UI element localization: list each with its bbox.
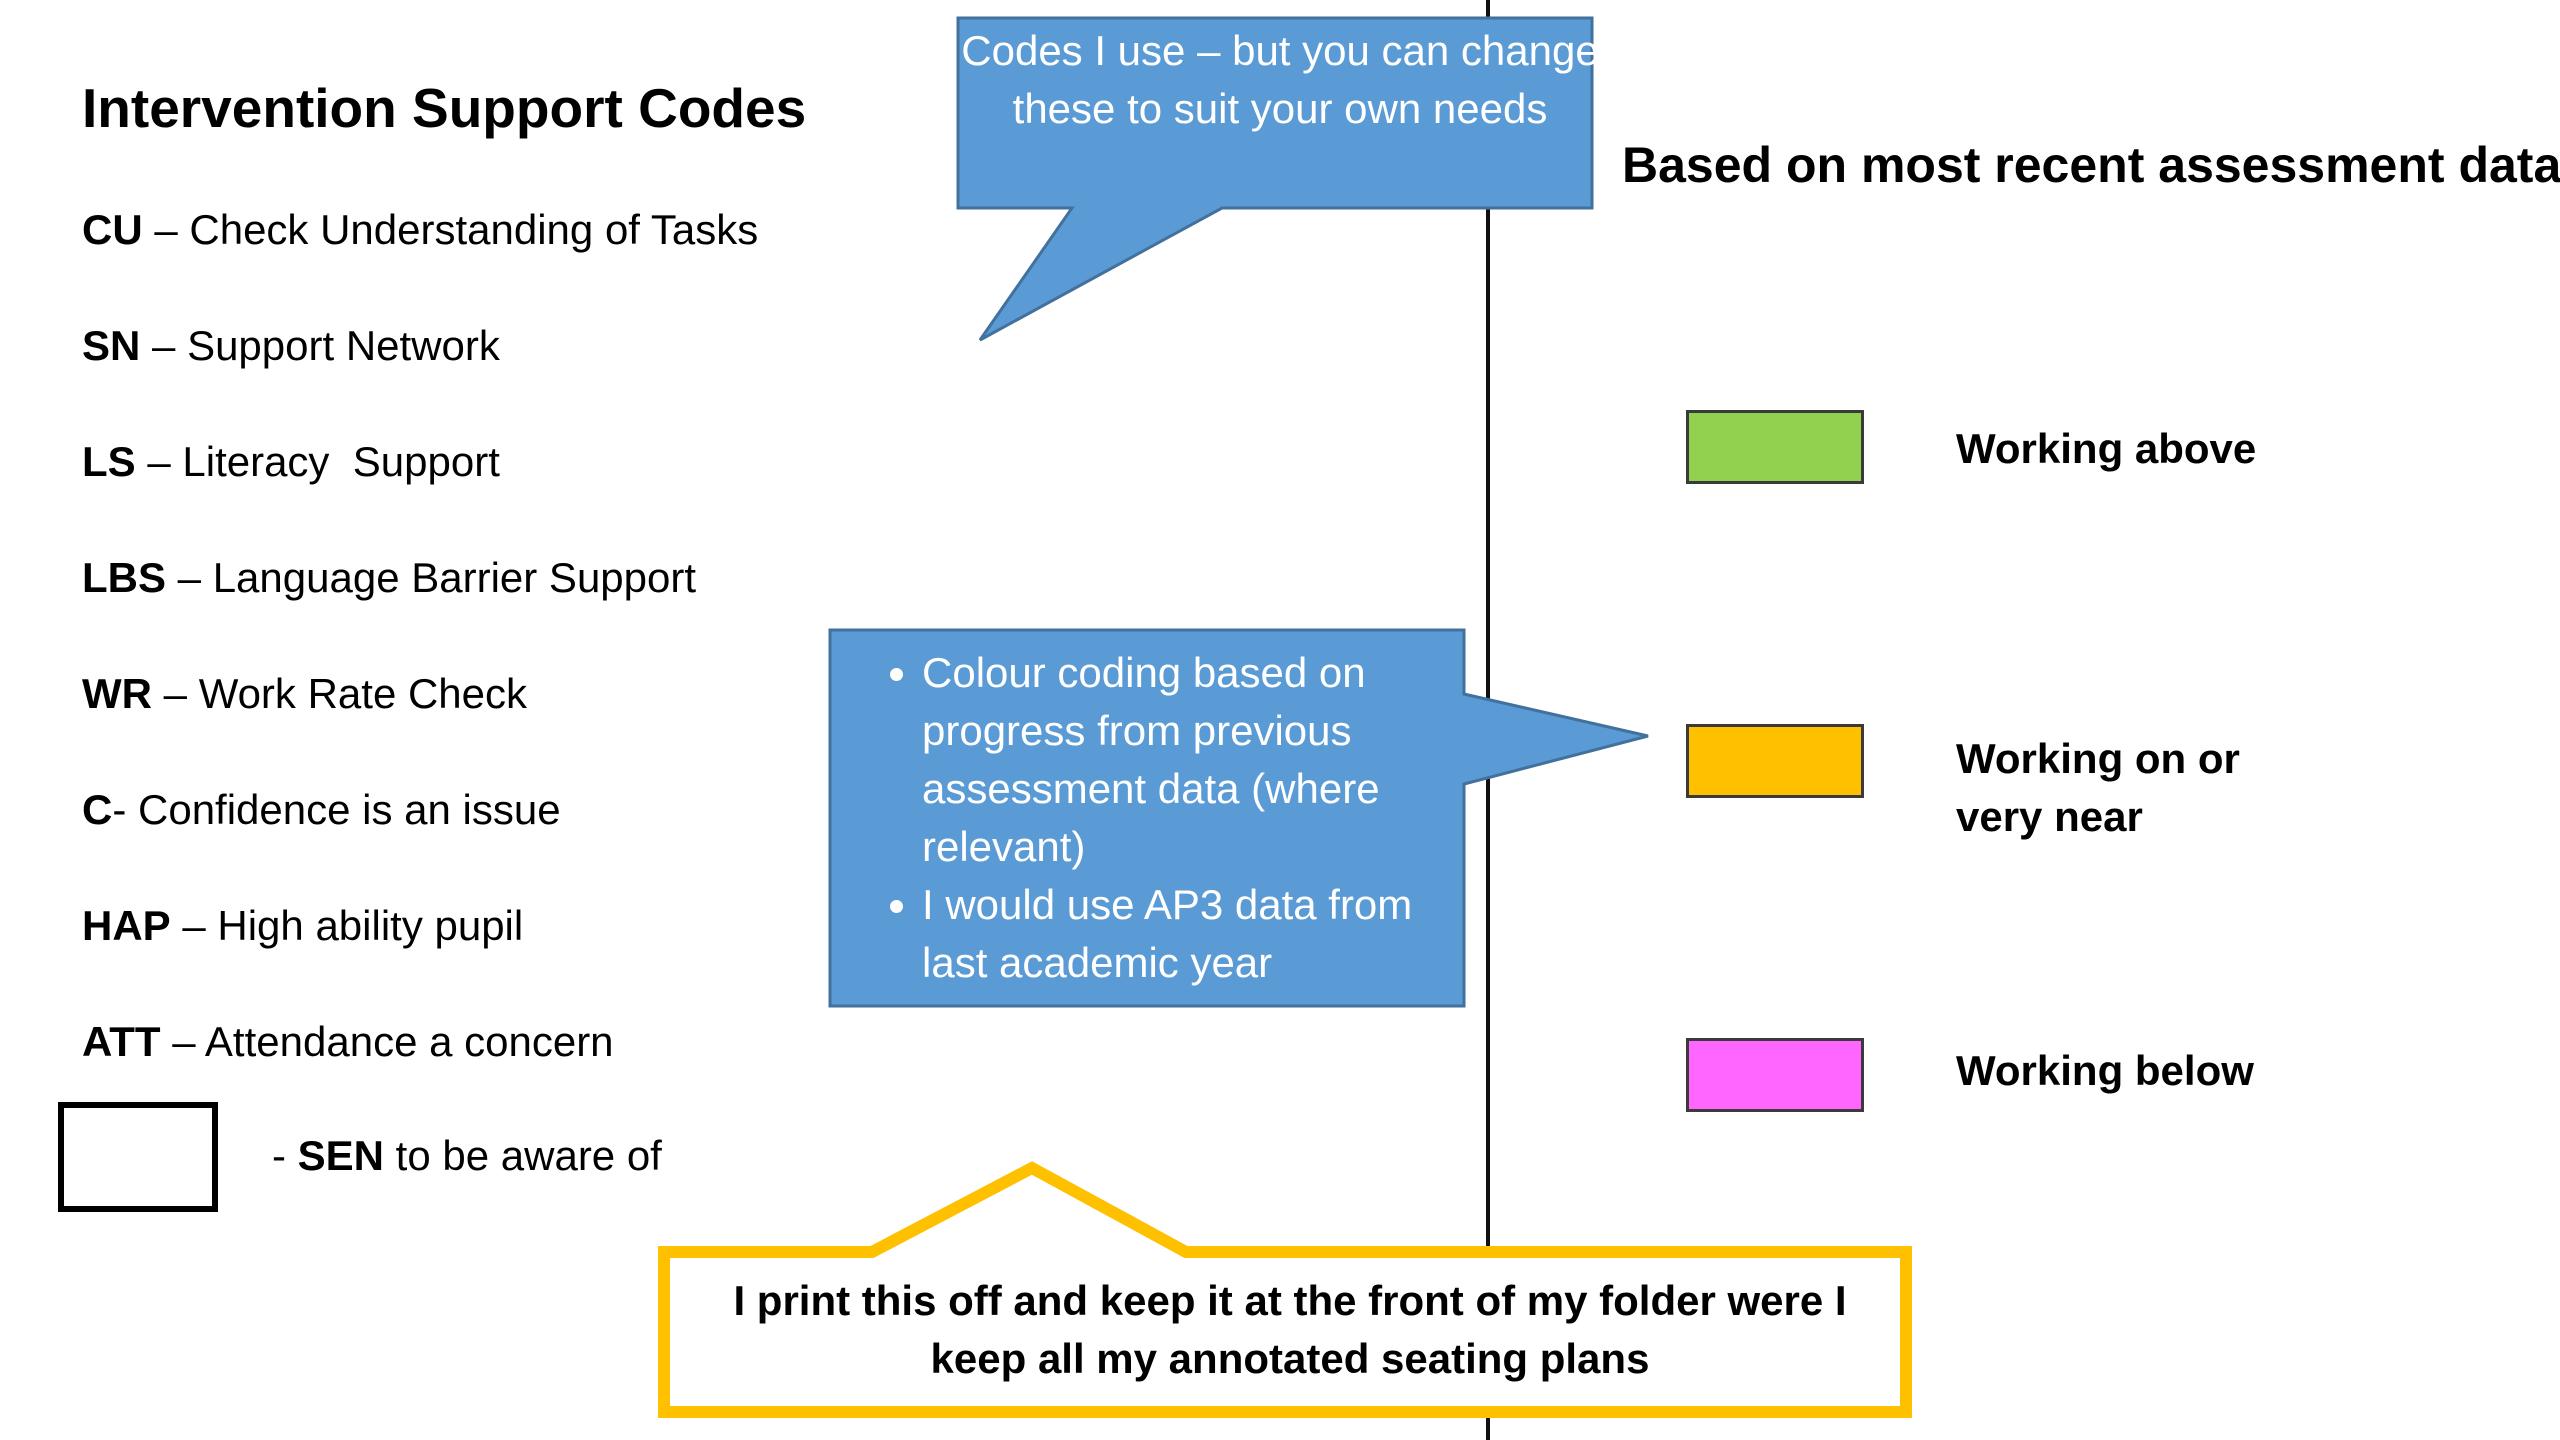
code-item-wr: WR – Work Rate Check: [82, 664, 758, 780]
list-item: I would use AP3 data from last academic …: [922, 876, 1448, 992]
callout-bottom-shape: [658, 1161, 1912, 1418]
code-abbr: LBS: [82, 554, 166, 601]
code-sep: –: [142, 206, 190, 253]
callout-top-shape: [956, 16, 1594, 342]
legend-label-line: very near: [1956, 793, 2143, 840]
code-abbr: ATT: [82, 1018, 161, 1065]
legend-label-line: Working above: [1956, 425, 2257, 472]
code-desc: High ability pupil: [217, 902, 524, 949]
sen-text: - SEN to be aware of: [272, 1126, 662, 1186]
code-item-hap: HAP – High ability pupil: [82, 896, 758, 1012]
sen-abbr: SEN: [297, 1132, 385, 1179]
code-desc: Attendance a concern: [204, 1018, 614, 1065]
code-item-cu: CU – Check Understanding of Tasks: [82, 200, 758, 316]
code-item-att: ATT – Attendance a concern: [82, 1012, 758, 1128]
swatch-working-above: [1686, 410, 1864, 484]
code-item-lbs: LBS – Language Barrier Support: [82, 548, 758, 664]
code-sep: –: [170, 902, 218, 949]
code-desc: Confidence is an issue: [138, 786, 561, 833]
legend-label-line: Working on or: [1956, 735, 2240, 782]
legend-heading: Based on most recent assessment data: [1622, 137, 2560, 193]
code-item-ls: LS – Literacy Support: [82, 432, 758, 548]
code-sep: –: [166, 554, 213, 601]
legend-label-working-on-or-near: Working on or very near: [1956, 730, 2240, 846]
code-desc: Language Barrier Support: [212, 554, 697, 601]
code-abbr: C: [82, 786, 113, 833]
code-sep: –: [135, 438, 183, 485]
code-abbr: LS: [82, 438, 136, 485]
code-desc: Literacy Support: [182, 438, 500, 485]
code-sep: –: [160, 1018, 205, 1065]
code-abbr: SN: [82, 322, 141, 369]
code-sep: –: [140, 322, 188, 369]
code-desc: Support Network: [187, 322, 500, 369]
code-item-sn: SN – Support Network: [82, 316, 758, 432]
legend-label-working-below: Working below: [1956, 1042, 2254, 1100]
swatch-working-below: [1686, 1038, 1864, 1112]
code-list: CU – Check Understanding of Tasks SN – S…: [82, 200, 758, 1128]
callout-bottom-text: I print this off and keep it at the fron…: [733, 1277, 1847, 1382]
callout-middle-text: Colour coding based on progress from pre…: [848, 644, 1448, 992]
legend-label-line: Working below: [1956, 1047, 2254, 1094]
sen-indicator-box: [58, 1102, 218, 1212]
callout-top-text: Codes I use – but you can change these t…: [961, 27, 1599, 132]
list-item: Colour coding based on progress from pre…: [922, 644, 1448, 876]
code-item-c: C- Confidence is an issue: [82, 780, 758, 896]
code-sep: -: [112, 786, 138, 833]
code-desc: Work Rate Check: [198, 670, 528, 717]
code-abbr: CU: [82, 206, 143, 253]
code-desc: Check Understanding of Tasks: [189, 206, 759, 253]
swatch-working-on-or-near: [1686, 724, 1864, 798]
legend-label-working-above: Working above: [1956, 420, 2256, 478]
sen-prefix: -: [272, 1132, 298, 1179]
code-abbr: HAP: [82, 902, 171, 949]
code-sep: –: [151, 670, 199, 717]
callout-middle-list: Colour coding based on progress from pre…: [848, 644, 1448, 992]
sen-desc: to be aware of: [384, 1132, 662, 1179]
codes-title: Intervention Support Codes: [82, 77, 807, 139]
code-abbr: WR: [82, 670, 152, 717]
callout-middle-shape: [828, 628, 1649, 1008]
